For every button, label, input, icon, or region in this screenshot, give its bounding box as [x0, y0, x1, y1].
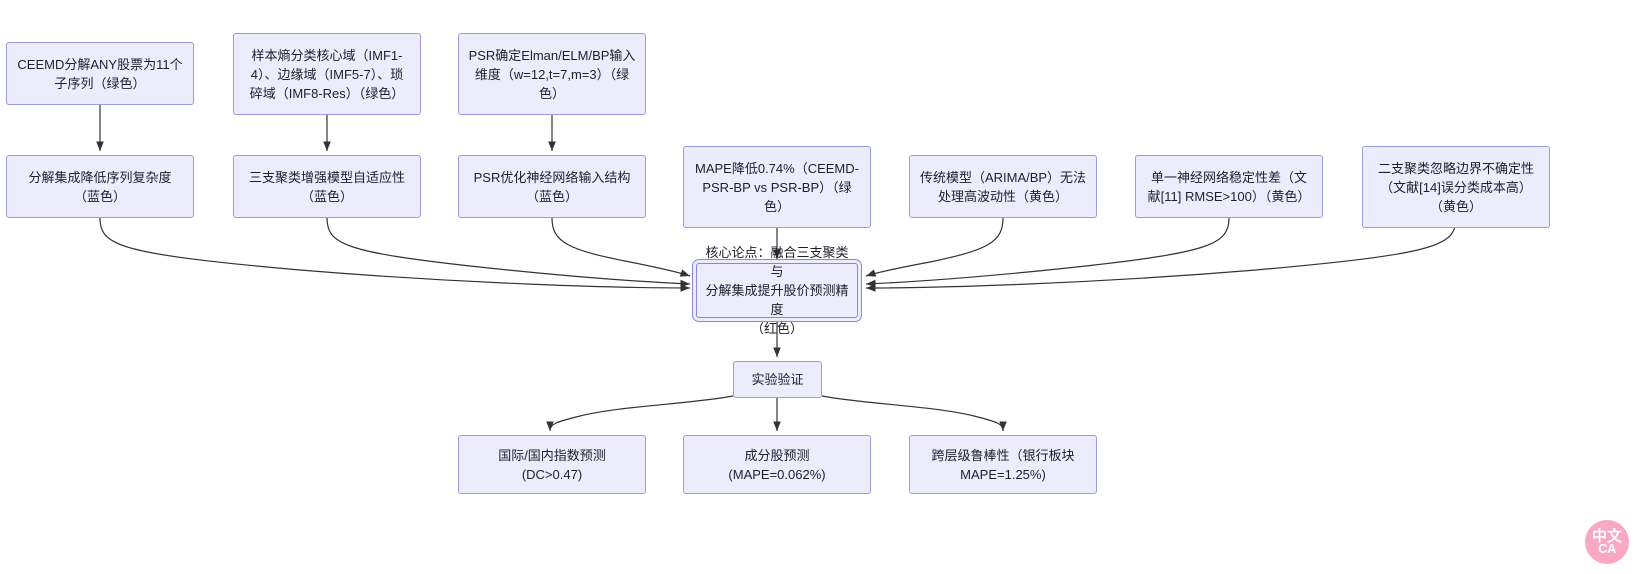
node-mape-reduction[interactable]: MAPE降低0.74%（CEEMD- PSR-BP vs PSR-BP）（绿 色… [683, 146, 871, 228]
node-psr-input-dimension[interactable]: PSR确定Elman/ELM/BP输入 维度（w=12,t=7,m=3）（绿 色… [458, 33, 646, 115]
watermark-line-2: CA [1598, 540, 1616, 556]
edge-n8-core [865, 217, 1004, 277]
node-label: CEEMD分解ANY股票为11个 子序列（绿色） [17, 56, 183, 91]
node-label: 跨层级鲁棒性（银行板块 MAPE=1.25%) [931, 447, 1075, 482]
node-label: PSR优化神经网络输入结构 （蓝色） [473, 169, 631, 204]
edge-n4-core [99, 217, 691, 292]
edge-exp-r3 [821, 395, 1007, 432]
node-core-thesis[interactable]: 核心论点：融合三支聚类与 分解集成提升股价预测精度 （红色） [696, 245, 858, 336]
edge-n10-core [865, 217, 1457, 292]
edge-n9-core [865, 217, 1230, 288]
node-two-way-clustering-boundary[interactable]: 二支聚类忽略边界不确定性 （文献[14]误分类成本高） （黄色） [1362, 146, 1550, 228]
node-label: 实验验证 [751, 372, 804, 387]
node-result-constituent-stock-forecast[interactable]: 成分股预测 (MAPE=0.062%) [683, 435, 871, 494]
node-three-way-clustering-adaptivity[interactable]: 三支聚类增强模型自适应性 （蓝色） [233, 155, 421, 218]
node-label: 国际/国内指数预测 (DC>0.47) [498, 447, 606, 482]
node-label: 单一神经网络稳定性差（文 献[11] RMSE>100）（黄色） [1147, 169, 1311, 204]
edge-n6-core [551, 217, 691, 277]
node-label: 核心论点：融合三支聚类与 分解集成提升股价预测精度 （红色） [705, 245, 849, 336]
node-label: PSR确定Elman/ELM/BP输入 维度（w=12,t=7,m=3）（绿 色… [468, 47, 636, 101]
node-label: 传统模型（ARIMA/BP）无法 处理高波动性（黄色） [919, 169, 1087, 204]
edge-n5-core [326, 217, 691, 288]
node-traditional-model-limitation[interactable]: 传统模型（ARIMA/BP）无法 处理高波动性（黄色） [909, 155, 1097, 218]
node-single-network-instability[interactable]: 单一神经网络稳定性差（文 献[11] RMSE>100）（黄色） [1135, 155, 1323, 218]
watermark-line-1: 中文 [1591, 527, 1622, 545]
node-decomposition-reduces-complexity[interactable]: 分解集成降低序列复杂度 （蓝色） [6, 155, 194, 218]
node-label: MAPE降低0.74%（CEEMD- PSR-BP vs PSR-BP）（绿 色… [695, 160, 859, 214]
node-sample-entropy-classification[interactable]: 样本熵分类核心域（IMF1- 4）、边缘域（IMF5-7）、琐 碎域（IMF8-… [233, 33, 421, 115]
node-label: 分解集成降低序列复杂度 （蓝色） [28, 169, 172, 204]
node-result-cross-level-robustness[interactable]: 跨层级鲁棒性（银行板块 MAPE=1.25%) [909, 435, 1097, 494]
node-result-index-forecast[interactable]: 国际/国内指数预测 (DC>0.47) [458, 435, 646, 494]
node-ceemd-decomposition[interactable]: CEEMD分解ANY股票为11个 子序列（绿色） [6, 42, 194, 105]
node-label: 三支聚类增强模型自适应性 （蓝色） [248, 169, 405, 204]
node-psr-optimizes-network-input[interactable]: PSR优化神经网络输入结构 （蓝色） [458, 155, 646, 218]
node-label: 成分股预测 (MAPE=0.062%) [728, 447, 826, 482]
watermark-badge: 中文 CA [1585, 520, 1629, 564]
node-experimental-validation[interactable]: 实验验证 [733, 361, 822, 398]
edge-exp-r1 [546, 395, 734, 432]
node-label: 二支聚类忽略边界不确定性 （文献[14]误分类成本高） （黄色） [1377, 160, 1534, 214]
node-label: 样本熵分类核心域（IMF1- 4）、边缘域（IMF5-7）、琐 碎域（IMF8-… [249, 47, 405, 101]
